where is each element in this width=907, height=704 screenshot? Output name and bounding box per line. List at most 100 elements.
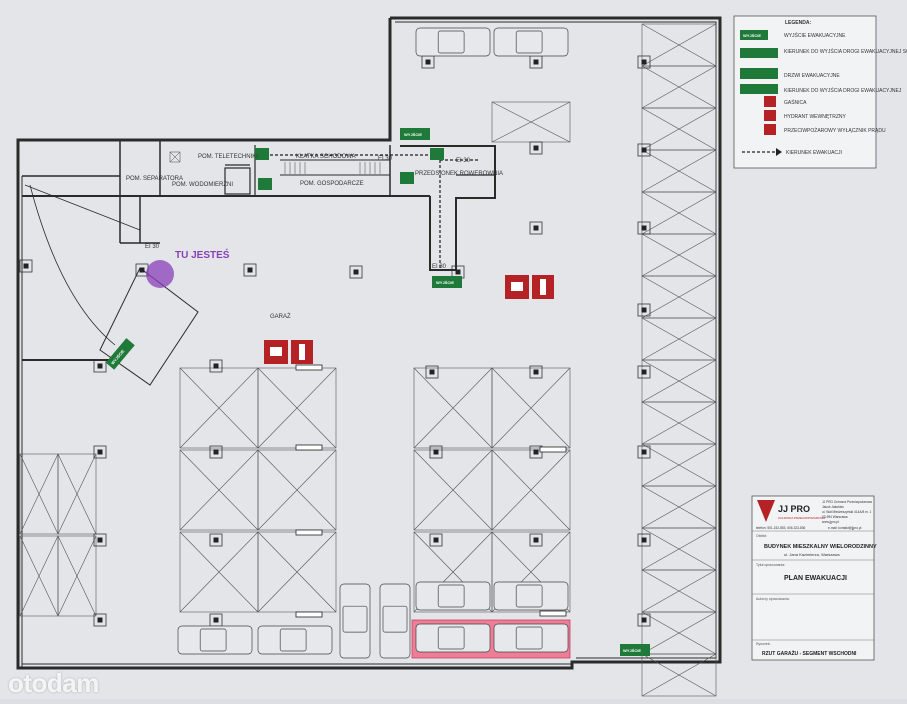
bay-diagonal bbox=[641, 23, 717, 67]
bay-diagonal bbox=[641, 65, 717, 109]
exit-door-icon bbox=[740, 68, 778, 79]
door-code: EI 30 bbox=[456, 158, 471, 164]
column bbox=[213, 537, 219, 543]
column bbox=[213, 449, 219, 455]
legend-item-label: WYJŚCIE EWAKUACYJNE bbox=[784, 31, 846, 39]
company-line: 03-994 Warszawa bbox=[822, 515, 848, 519]
car-roof bbox=[515, 584, 543, 608]
column-outline bbox=[93, 445, 107, 459]
column-outline bbox=[93, 359, 107, 373]
evacuation-route bbox=[270, 154, 480, 270]
parking-bay bbox=[57, 535, 97, 617]
column bbox=[97, 617, 103, 623]
parking-bay bbox=[57, 453, 97, 535]
bay-diagonal bbox=[179, 367, 259, 449]
bay-diagonal bbox=[641, 527, 717, 571]
stairs-up-arrow-icon bbox=[740, 48, 778, 58]
wall-segment bbox=[295, 444, 323, 451]
bay-diagonal bbox=[641, 317, 717, 361]
field-label: Rysunek: bbox=[756, 642, 771, 646]
direction-arrow-icon bbox=[255, 148, 444, 190]
room-label-rowerownia: PRZEDSIONEK ROWEROWNIA bbox=[415, 171, 503, 177]
wall-segment bbox=[539, 446, 567, 453]
column bbox=[23, 263, 29, 269]
exit-sign-south: WYJŚCIE bbox=[620, 644, 650, 656]
company-line: www.jjpro.pl bbox=[822, 520, 839, 524]
column bbox=[247, 267, 253, 273]
column bbox=[97, 449, 103, 455]
legend-item-label: KIERUNEK DO WYJŚCIA DROGI EWAKUACYJNEJ S… bbox=[784, 47, 907, 55]
legend-item-label: KIERUNEK EWAKUACJI bbox=[786, 150, 842, 156]
legend-item-label: HYDRANT WEWNĘTRZNY bbox=[784, 114, 847, 120]
fire-equipment-north bbox=[505, 275, 554, 299]
you-are-here-marker bbox=[146, 260, 174, 288]
bay-diagonal bbox=[19, 535, 59, 617]
column bbox=[641, 307, 647, 313]
column-outline bbox=[637, 365, 651, 379]
wall-segment bbox=[295, 529, 323, 536]
column bbox=[433, 449, 439, 455]
car bbox=[493, 27, 569, 57]
column bbox=[533, 369, 539, 375]
column bbox=[641, 537, 647, 543]
bay-diagonal bbox=[491, 367, 571, 449]
column bbox=[533, 225, 539, 231]
column bbox=[213, 363, 219, 369]
bay-diagonal bbox=[491, 101, 571, 143]
bay-diagonal bbox=[641, 275, 717, 319]
fire-equipment-west bbox=[264, 340, 313, 364]
bay-diagonal bbox=[19, 453, 59, 535]
bay-diagonal bbox=[641, 653, 717, 697]
column-outline bbox=[529, 141, 543, 155]
car bbox=[379, 583, 411, 659]
fire-alarm-icon bbox=[764, 124, 776, 135]
watermark-logo: otodam bbox=[8, 668, 99, 698]
legend-item-label: DRZWI EWAKUACYJNE bbox=[784, 73, 840, 79]
column bbox=[533, 449, 539, 455]
structural-columns bbox=[19, 55, 651, 627]
car bbox=[339, 583, 371, 659]
column bbox=[97, 363, 103, 369]
bay-diagonal bbox=[641, 485, 717, 529]
car-roof bbox=[437, 626, 465, 650]
legend-item-label: KIERUNEK DO WYJŚCIA DROGI EWAKUACYJNEJ bbox=[784, 86, 902, 94]
car-roof bbox=[279, 628, 307, 652]
column bbox=[641, 225, 647, 231]
bay-diagonal bbox=[641, 611, 717, 655]
column-outline bbox=[637, 221, 651, 235]
bay-diagonal bbox=[641, 569, 717, 613]
bay-diagonal bbox=[257, 449, 337, 531]
you-are-here-label: TU JESTEŚ bbox=[175, 248, 230, 261]
exit-sign-corridor: WYJŚCIE bbox=[432, 276, 462, 288]
company-phone: telefon: 501-152-853, 606-323-836 bbox=[756, 526, 805, 530]
column-outline bbox=[349, 265, 363, 279]
column-outline bbox=[429, 533, 443, 547]
legend: LEGENDA: WYJŚCIE WYJŚCIE EWAKUACYJNE KIE… bbox=[733, 15, 907, 169]
direction-arrow-icon bbox=[740, 84, 778, 94]
bay-diagonal bbox=[257, 367, 337, 449]
car-roof bbox=[437, 584, 465, 608]
field-label: Tytuł opracowania: bbox=[756, 563, 785, 567]
bay-diagonal bbox=[491, 449, 571, 531]
exit-sign-label: WYJŚCIE bbox=[404, 132, 422, 137]
exit-sign-icon: WYJŚCIE bbox=[740, 30, 768, 40]
column bbox=[641, 59, 647, 65]
column-outline bbox=[637, 55, 651, 69]
column-outline bbox=[529, 365, 543, 379]
room-label-teletechnika: POM. TELETECHNIKI bbox=[198, 154, 258, 160]
column bbox=[455, 269, 461, 275]
bay-diagonal bbox=[413, 367, 493, 449]
exit-sign-label: WYJŚCIE bbox=[623, 648, 641, 653]
column bbox=[425, 59, 431, 65]
bay-diagonal bbox=[641, 107, 717, 151]
column bbox=[533, 59, 539, 65]
fire-extinguisher-icon bbox=[764, 96, 776, 107]
column-outline bbox=[209, 445, 223, 459]
legend-title: LEGENDA: bbox=[785, 20, 811, 26]
company-subtitle: OCHRONA PRZECIWPOŻAROWA bbox=[778, 515, 825, 520]
field-label: Autorzy opracowania: bbox=[756, 597, 790, 601]
parking-bay bbox=[491, 449, 571, 531]
column-outline bbox=[19, 259, 33, 273]
car-roof bbox=[199, 628, 227, 652]
